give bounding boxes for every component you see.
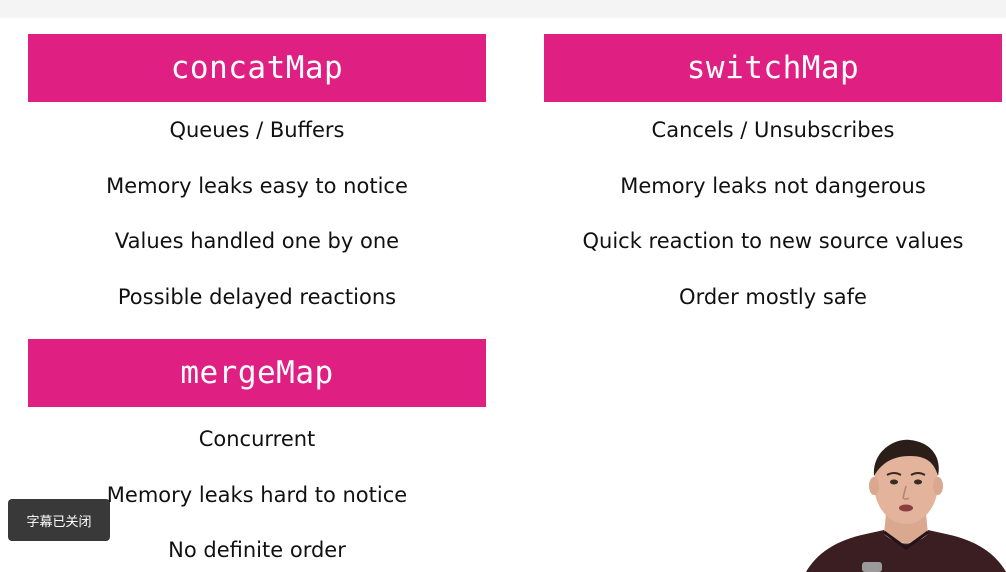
concatmap-item: Queues / Buffers: [169, 118, 345, 142]
concatmap-item: Values handled one by one: [114, 229, 400, 253]
switchmap-item: Memory leaks not dangerous: [620, 174, 926, 198]
top-strip: [0, 0, 1006, 18]
concatmap-item: Possible delayed reactions: [117, 285, 397, 309]
captions-off-label: 字幕已关闭: [26, 514, 92, 530]
switchmap-item: Cancels / Unsubscribes: [651, 118, 895, 142]
concatmap-header: concatMap: [28, 34, 486, 102]
captions-off-toast: 字幕已关闭: [8, 499, 110, 541]
mergemap-item: No definite order: [168, 538, 346, 562]
mergemap-item: Memory leaks hard to notice: [106, 483, 408, 507]
concatmap-item: Memory leaks easy to notice: [106, 174, 408, 198]
switchmap-header: switchMap: [544, 34, 1002, 102]
presenter-image: [806, 439, 1006, 572]
switchmap-item: Quick reaction to new source values: [582, 229, 964, 253]
mergemap-item: Concurrent: [198, 427, 316, 451]
mergemap-header: mergeMap: [28, 339, 486, 407]
switchmap-item: Order mostly safe: [679, 285, 867, 309]
presenter-webcam: [806, 436, 1006, 572]
